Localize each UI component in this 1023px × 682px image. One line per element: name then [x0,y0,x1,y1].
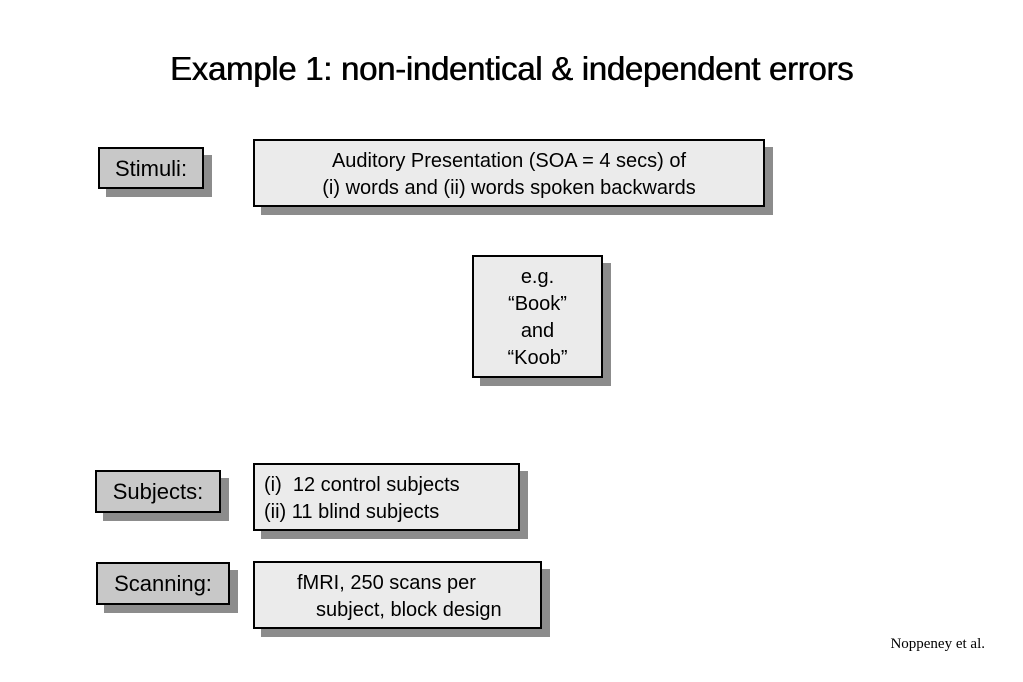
stimuli-line-1: Auditory Presentation (SOA = 4 secs) of [331,150,687,172]
subjects-description-box: (i) 12 control subjects (ii) 11 blind su… [253,463,520,531]
scanning-label: Scanning: [114,571,212,596]
example-line-4: “Koob” [507,347,568,369]
stimuli-description-box: Auditory Presentation (SOA = 4 secs) of … [253,139,765,207]
stimuli-label-box: Stimuli: [98,147,204,189]
subjects-label-box: Subjects: [95,470,221,513]
scanning-line-2: subject, block design [316,599,502,621]
subjects-line-2: (ii) 11 blind subjects [264,501,440,523]
stimuli-label: Stimuli: [114,155,188,181]
slide-title: Example 1: non-indentical & independent … [169,50,854,87]
scanning-line-1: fMRI, 250 scans per [297,572,476,594]
scanning-label-box: Scanning: [96,562,230,605]
example-line-3: and [520,320,555,342]
stimuli-line-2: (i) words and (ii) words spoken backward… [322,177,696,199]
credit-text: Noppeney et al. [890,636,985,652]
subjects-line-1: (i) 12 control subjects [264,474,460,496]
example-line-1: e.g. [520,266,555,288]
scanning-description-box: fMRI, 250 scans per subject, block desig… [253,561,542,629]
example-line-2: “Book” [508,293,567,315]
example-box: e.g. “Book” and “Koob” [472,255,603,378]
subjects-label: Subjects: [112,479,204,504]
